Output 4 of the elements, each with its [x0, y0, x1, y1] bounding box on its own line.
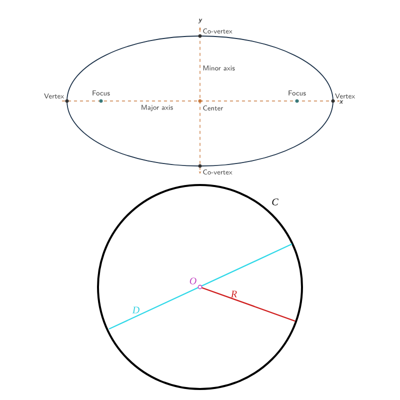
circle-label: C	[272, 198, 278, 206]
center-label: O	[190, 278, 196, 284]
radius-label: R	[230, 290, 237, 298]
diameter-label: D	[132, 306, 140, 314]
